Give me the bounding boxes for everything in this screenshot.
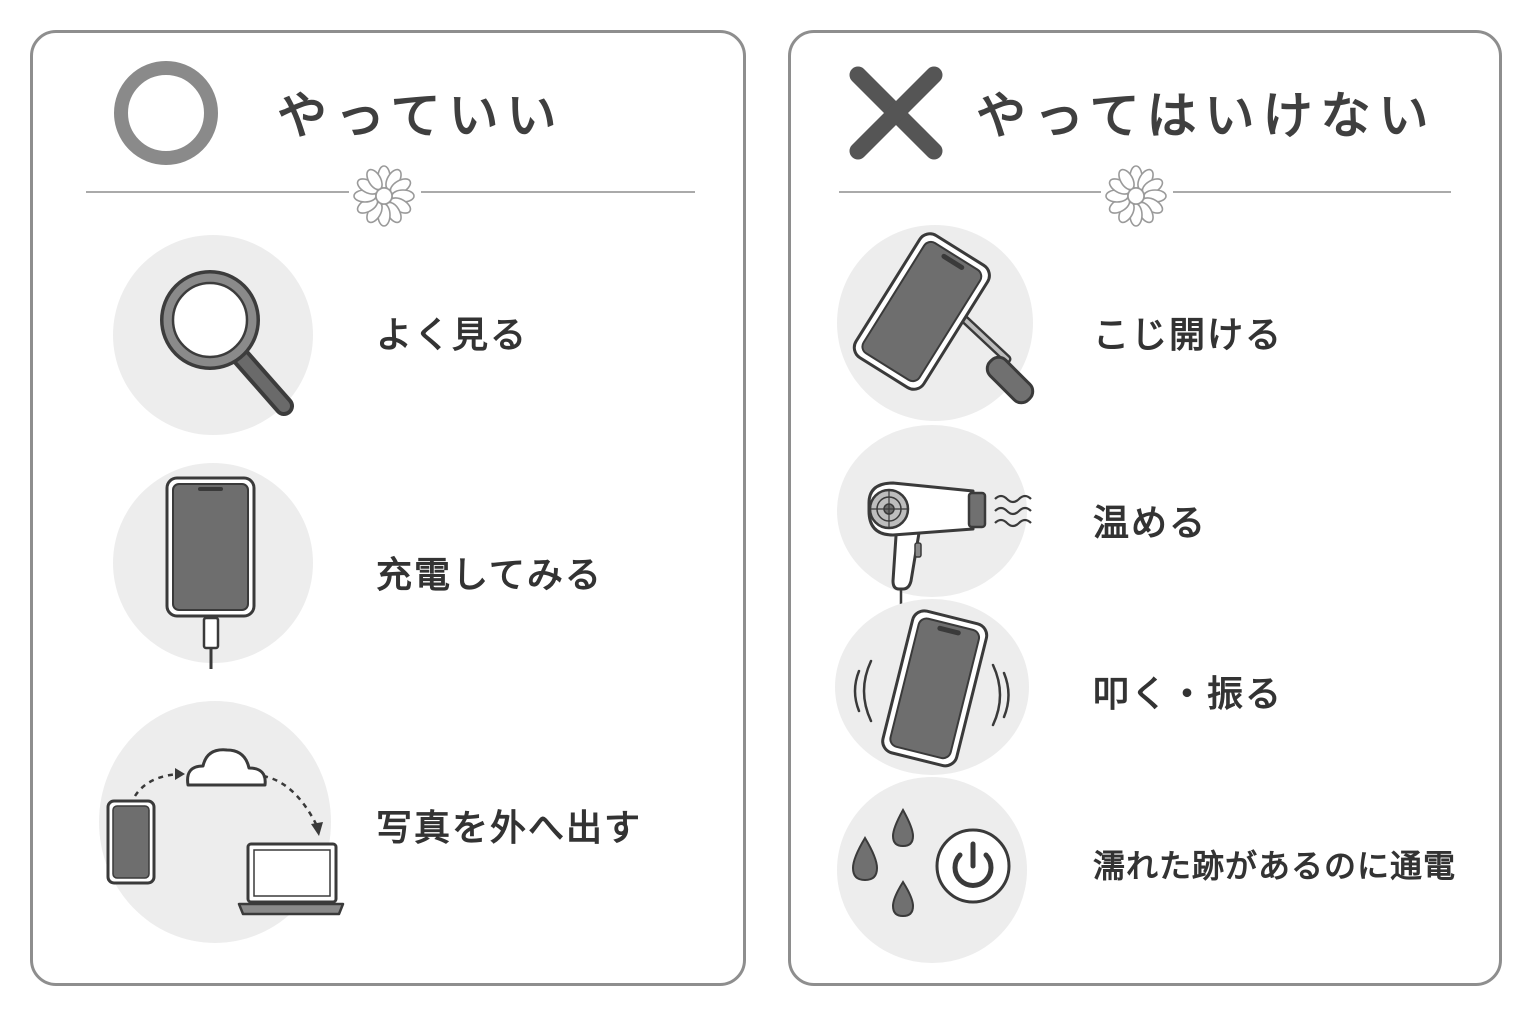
divider-left xyxy=(839,191,1101,193)
flower-icon xyxy=(1105,165,1167,227)
dont-item-label: 温める xyxy=(1093,503,1208,544)
do-item-label: 充電してみる xyxy=(376,555,603,596)
flower-icon xyxy=(353,165,415,227)
dont-item-label: 叩く・振る xyxy=(1093,674,1284,715)
dont-heading: やってはいけない xyxy=(976,87,1437,145)
magnifier-icon xyxy=(160,270,294,416)
phone-charging-icon xyxy=(165,476,256,669)
phone-screwdriver-icon xyxy=(852,232,1035,405)
circle-icon xyxy=(114,61,218,165)
laptop-base-icon xyxy=(237,902,345,916)
dont-item-label: こじ開ける xyxy=(1093,315,1284,356)
do-heading: やっていい xyxy=(277,87,565,145)
shaking-phone-icon xyxy=(853,609,1010,768)
divider-right xyxy=(1173,191,1451,193)
divider-left xyxy=(86,191,349,193)
do-item-label: よく見る xyxy=(376,315,529,356)
cloud-backup-icon xyxy=(106,748,338,904)
dont-panel: やってはいけない こじ開ける xyxy=(788,30,1502,986)
cross-icon xyxy=(849,66,943,160)
divider-right xyxy=(421,191,695,193)
do-item-label: 写真を外へ出す xyxy=(376,808,643,849)
do-panel: やっていい よく見る xyxy=(30,30,746,986)
dont-item-label: 濡れた跡があるのに通電 xyxy=(1093,847,1457,885)
water-power-icon xyxy=(851,807,1011,918)
